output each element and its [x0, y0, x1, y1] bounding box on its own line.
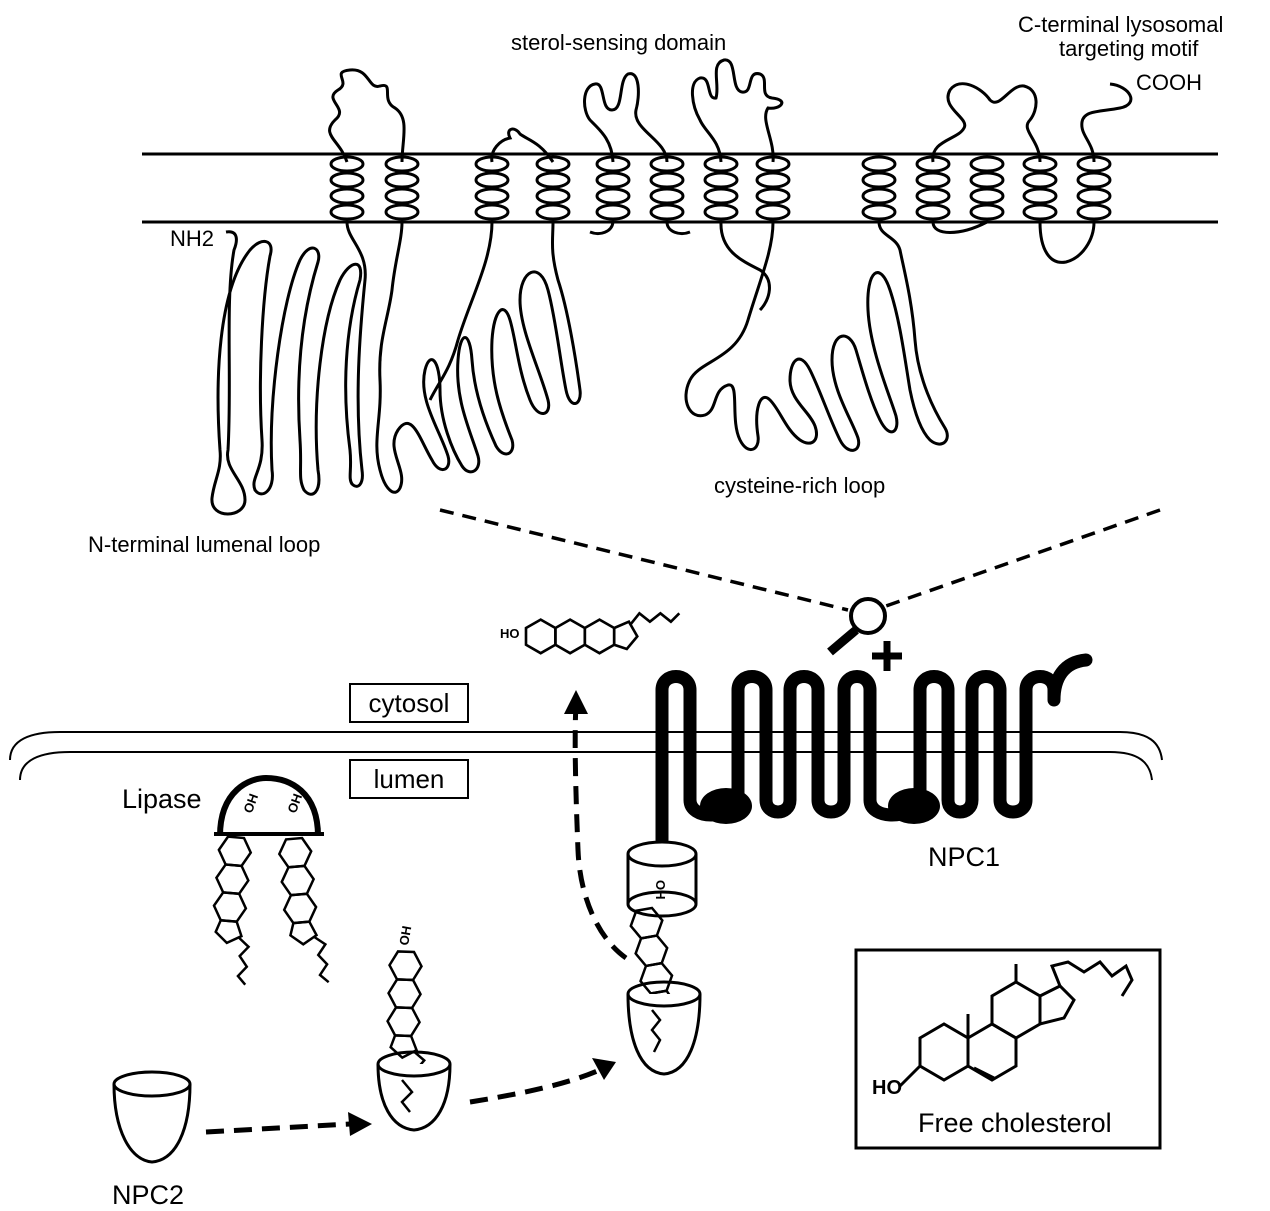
lumen-label: lumen: [374, 764, 445, 794]
c-terminal-motif-label-line2: targeting motif: [1059, 36, 1199, 61]
npc2-label: NPC2: [112, 1180, 184, 1210]
lumenal-loops: [212, 222, 1094, 514]
cytosol-label: cytosol: [369, 688, 450, 718]
free-cholesterol-inset: HO Free cholesterol: [856, 950, 1160, 1148]
sterol-sensing-domain-label: sterol-sensing domain: [511, 30, 726, 55]
free-cholesterol-label: Free cholesterol: [918, 1108, 1112, 1138]
npc1-oh-label: OH: [653, 880, 668, 900]
nh2-label: NH2: [170, 226, 214, 251]
npc1-label: NPC1: [928, 842, 1000, 872]
lysosome-membrane: [10, 732, 1162, 780]
cooh-label: COOH: [1136, 70, 1202, 95]
cysteine-rich-loop-label: cysteine-rich loop: [714, 473, 885, 498]
released-cholesterol: HO: [500, 613, 679, 653]
npc2-empty: NPC2: [112, 1072, 190, 1210]
npc2-at-npc1: [628, 982, 700, 1074]
transmembrane-helices: [331, 157, 1110, 219]
npc2-oh-label: OH: [396, 925, 414, 947]
released-ho-label: HO: [500, 626, 520, 641]
npc1-domain-blob-left: [700, 788, 752, 824]
cytosol-box: cytosol: [350, 684, 468, 722]
npc1-domain-blob-right: [888, 788, 940, 824]
topology-labels: sterol-sensing domain C-terminal lysosom…: [88, 12, 1223, 557]
magnifier-plus-icon: [830, 599, 902, 671]
n-terminal-lumenal-loop-label: N-terminal lumenal loop: [88, 532, 320, 557]
zoom-connector: [440, 510, 1160, 671]
arrow-npc2-to-loaded: [206, 1124, 350, 1132]
lipase: Lipase OH OH: [122, 778, 329, 986]
npc2-loaded: OH: [378, 925, 450, 1130]
inset-ho-label: HO: [872, 1077, 902, 1099]
npc1-protein: NPC1: [662, 660, 1086, 872]
arrow-to-cytosol: [575, 704, 626, 958]
extramembrane-loops: [330, 60, 1131, 162]
lumen-box: lumen: [350, 760, 468, 798]
c-terminal-motif-label-line1: C-terminal lysosomal: [1018, 12, 1223, 37]
membrane-topology: sterol-sensing domain C-terminal lysosom…: [88, 12, 1223, 557]
lipase-label: Lipase: [122, 784, 202, 814]
arrow-loaded-to-npc1: [470, 1068, 604, 1102]
lipase-oh-left: OH: [240, 792, 261, 815]
